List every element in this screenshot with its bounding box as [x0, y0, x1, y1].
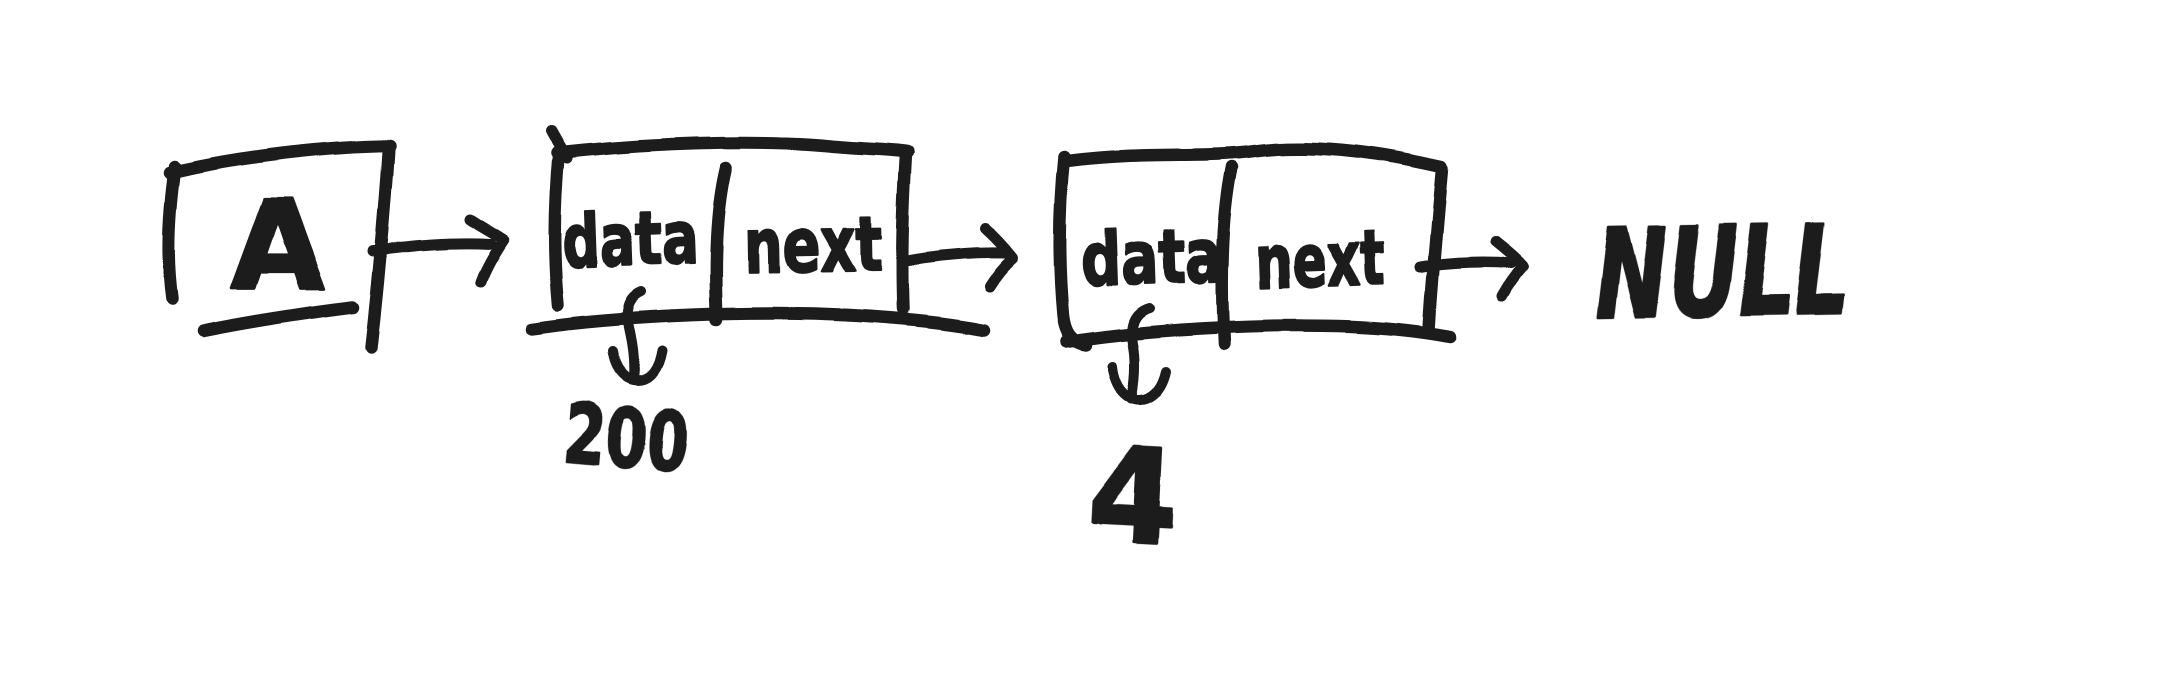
arrow-head-to-node1: [367, 213, 510, 289]
arrow-head-icon: [980, 223, 1019, 293]
down-arrow-stem: [1127, 303, 1155, 404]
list-node-2: data next 4: [1053, 141, 1457, 576]
null-terminator-label: NULL: [1594, 200, 1850, 346]
arrow-head-icon: [1490, 235, 1530, 303]
arrow-shaft: [1414, 256, 1518, 273]
node1-cell-divider: [709, 161, 733, 327]
arrow-node1-to-node2: [901, 223, 1019, 293]
node2-top-edge: [1060, 141, 1448, 174]
node1-bottom-edge: [524, 307, 991, 337]
node1-right-edge: [895, 147, 913, 316]
node1-value-arrow: [608, 287, 667, 385]
node2-cell-divider: [1216, 160, 1239, 351]
node1-left-edge: [548, 144, 566, 312]
head-box-top-edge: [163, 139, 397, 180]
down-arrow-stem: [622, 287, 647, 382]
list-node-1: data next 200: [524, 125, 991, 493]
head-pointer-box: A: [162, 139, 397, 354]
arrow-shaft: [901, 247, 1011, 267]
node1-data-cell-label: data: [561, 195, 700, 286]
head-box-left-edge: [162, 160, 182, 306]
arrow-node2-to-null: [1414, 235, 1530, 303]
down-arrow-head-icon: [1108, 361, 1172, 405]
arrow-shaft: [367, 237, 497, 257]
head-pointer-label: A: [231, 175, 325, 317]
node1-next-cell-label: next: [743, 202, 882, 290]
node2-bottom-edge: [1060, 319, 1457, 349]
node1-data-value: 200: [560, 387, 692, 492]
node2-next-cell-label: next: [1254, 216, 1387, 306]
node2-data-value: 4: [1084, 421, 1181, 574]
node2-value-arrow: [1108, 303, 1172, 405]
down-arrow-head-icon: [608, 345, 667, 385]
node2-right-edge: [1422, 162, 1449, 337]
node1-top-edge: [550, 136, 915, 160]
node2-data-cell-label: data: [1080, 213, 1225, 304]
head-box-underline: [196, 300, 360, 338]
arrow-head-icon: [464, 213, 510, 289]
